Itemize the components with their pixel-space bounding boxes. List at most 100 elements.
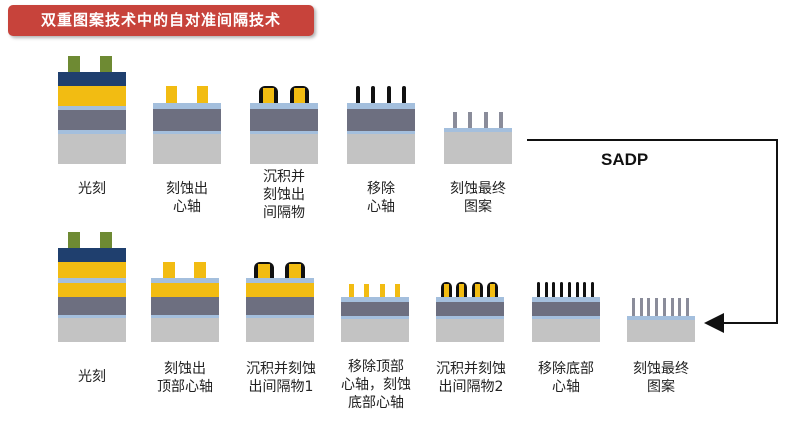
- page-title: 双重图案技术中的自对准间隔技术: [8, 5, 314, 36]
- row2-step5-stack: [436, 282, 504, 342]
- liner-layer: [347, 103, 415, 109]
- bottom-mandrel-4: [395, 284, 400, 297]
- spacer-8: [591, 282, 594, 297]
- mandrel-left: [263, 88, 274, 103]
- mandrel-b: [459, 284, 464, 297]
- spacer-1: [356, 86, 360, 103]
- liner-layer-2: [341, 316, 409, 319]
- row2-step7-stack: [627, 298, 695, 342]
- fin-4: [499, 112, 503, 128]
- liner-layer-2: [58, 315, 126, 318]
- substrate-layer: [436, 319, 504, 342]
- bottom-mandrel-2: [364, 284, 369, 297]
- row2-step1-label: 光刻: [78, 369, 106, 385]
- row1-step3-stack: [250, 86, 318, 164]
- liner-layer: [58, 278, 126, 283]
- spacer-2: [545, 282, 548, 297]
- liner-layer: [153, 103, 221, 109]
- liner-layer: [246, 278, 314, 283]
- row2-step2-label: 刻蚀出 顶部心轴: [157, 361, 213, 395]
- top-mandrel-right: [289, 264, 301, 278]
- fin-1: [632, 298, 635, 316]
- mandrel-d: [490, 284, 495, 297]
- liner-layer: [627, 316, 695, 320]
- row1-step2-stack: [153, 86, 221, 164]
- substrate-layer: [532, 319, 600, 342]
- substrate-layer: [153, 134, 221, 164]
- row1-step5-stack: [444, 112, 512, 164]
- row1-step3-label: 沉积并 刻蚀出 间隔物: [263, 169, 305, 221]
- resist-block-right: [100, 56, 112, 72]
- fin-8: [686, 298, 689, 316]
- dark-layer: [151, 297, 219, 315]
- fin-5: [663, 298, 666, 316]
- substrate-layer: [246, 318, 314, 342]
- hardmask-layer: [58, 72, 126, 86]
- top-mandrel-right: [194, 262, 206, 278]
- dark-layer: [250, 109, 318, 131]
- row2-step5-label: 沉积并刻蚀 出间隔物2: [436, 361, 506, 395]
- spacer-2: [371, 86, 375, 103]
- substrate-layer: [58, 134, 126, 164]
- substrate-layer: [250, 134, 318, 164]
- row1-step4-stack: [347, 86, 415, 164]
- mandrel-right: [294, 88, 305, 103]
- hardmask-layer: [58, 248, 126, 262]
- resist-block-left: [68, 56, 80, 72]
- bottom-mandrel-layer: [246, 283, 314, 297]
- dark-layer: [246, 297, 314, 315]
- row1-step4-label: 移除 心轴: [367, 181, 395, 215]
- mandrel-c: [475, 284, 480, 297]
- fin-4: [655, 298, 658, 316]
- dark-layer: [153, 109, 221, 131]
- row1-step5-label: 刻蚀最终 图案: [450, 181, 506, 215]
- spacer-3: [387, 86, 391, 103]
- substrate-layer: [627, 320, 695, 342]
- mandrel-layer: [58, 86, 126, 106]
- dark-layer: [532, 302, 600, 316]
- bottom-mandrel-layer: [58, 283, 126, 297]
- top-mandrel-left: [163, 262, 175, 278]
- row2-step3-label: 沉积并刻蚀 出间隔物1: [246, 361, 316, 395]
- liner-layer-2: [347, 131, 415, 134]
- spacer-6: [576, 282, 579, 297]
- dark-layer: [436, 302, 504, 316]
- liner-layer: [151, 278, 219, 283]
- bottom-mandrel-layer: [151, 283, 219, 297]
- bottom-mandrel-1: [349, 284, 354, 297]
- mandrel-a: [444, 284, 449, 297]
- liner-layer: [532, 297, 600, 302]
- dark-layer: [58, 110, 126, 130]
- row1-step1-stack: [58, 56, 126, 164]
- liner-layer-2: [151, 315, 219, 318]
- bottom-mandrel-3: [380, 284, 385, 297]
- liner-layer-2: [436, 316, 504, 319]
- fin-7: [678, 298, 681, 316]
- fin-6: [671, 298, 674, 316]
- spacer-5: [568, 282, 571, 297]
- liner-layer-2: [532, 316, 600, 319]
- substrate-layer: [341, 319, 409, 342]
- spacer-1: [537, 282, 540, 297]
- substrate-layer: [151, 318, 219, 342]
- row2-step2-stack: [151, 262, 219, 342]
- spacer-4: [402, 86, 406, 103]
- dark-layer: [347, 109, 415, 131]
- liner-layer: [444, 128, 512, 132]
- substrate-layer: [444, 132, 512, 164]
- dark-layer: [58, 297, 126, 315]
- resist-block-right: [100, 232, 112, 248]
- spacer-4: [560, 282, 563, 297]
- liner-layer: [341, 297, 409, 302]
- resist-block-left: [68, 232, 80, 248]
- spacer-3: [552, 282, 555, 297]
- dark-layer: [341, 302, 409, 316]
- fin-3: [484, 112, 488, 128]
- row1-step1-label: 光刻: [78, 181, 106, 197]
- substrate-layer: [347, 134, 415, 164]
- row2-step4-label: 移除顶部 心轴，刻蚀 底部心轴: [341, 359, 411, 411]
- row2-step6-stack: [532, 282, 600, 342]
- fin-2: [640, 298, 643, 316]
- liner-layer-2: [250, 131, 318, 134]
